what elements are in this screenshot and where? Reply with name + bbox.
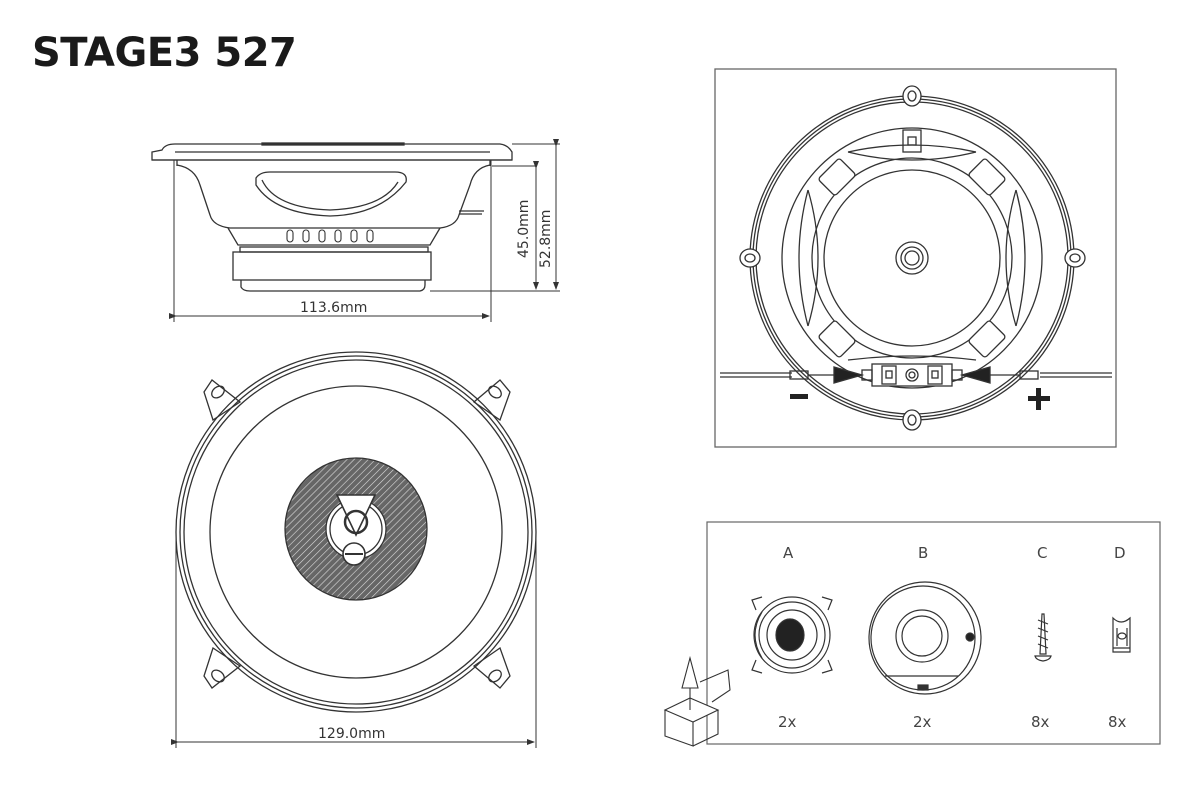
negative-terminal-icon [790, 394, 808, 399]
part-b-letter: B [918, 544, 928, 562]
part-d-letter: D [1114, 544, 1126, 562]
part-b-qty: 2x [913, 713, 932, 731]
part-a-qty: 2x [778, 713, 797, 731]
part-c-qty: 8x [1031, 713, 1050, 731]
positive-terminal-icon [1028, 388, 1050, 410]
height-dimension: 52.8mm [538, 210, 554, 268]
part-a-letter: A [783, 544, 794, 562]
part-a-speaker-icon [751, 596, 833, 674]
front-view [171, 351, 537, 748]
part-d-clip-icon [1112, 616, 1131, 653]
side-width-dimension: 113.6mm [300, 300, 367, 316]
front-width-dimension: 129.0mm [318, 726, 385, 742]
depth-dimension: 45.0mm [516, 200, 532, 258]
product-title: STAGE3 527 [32, 30, 297, 76]
unbox-icon [663, 655, 731, 747]
part-b-grille-icon [868, 581, 982, 695]
rear-view [714, 68, 1117, 448]
side-view [151, 139, 560, 322]
parts-box [663, 521, 1161, 747]
part-d-qty: 8x [1108, 713, 1127, 731]
part-c-letter: C [1037, 544, 1047, 562]
part-c-screw-icon [1034, 613, 1052, 662]
